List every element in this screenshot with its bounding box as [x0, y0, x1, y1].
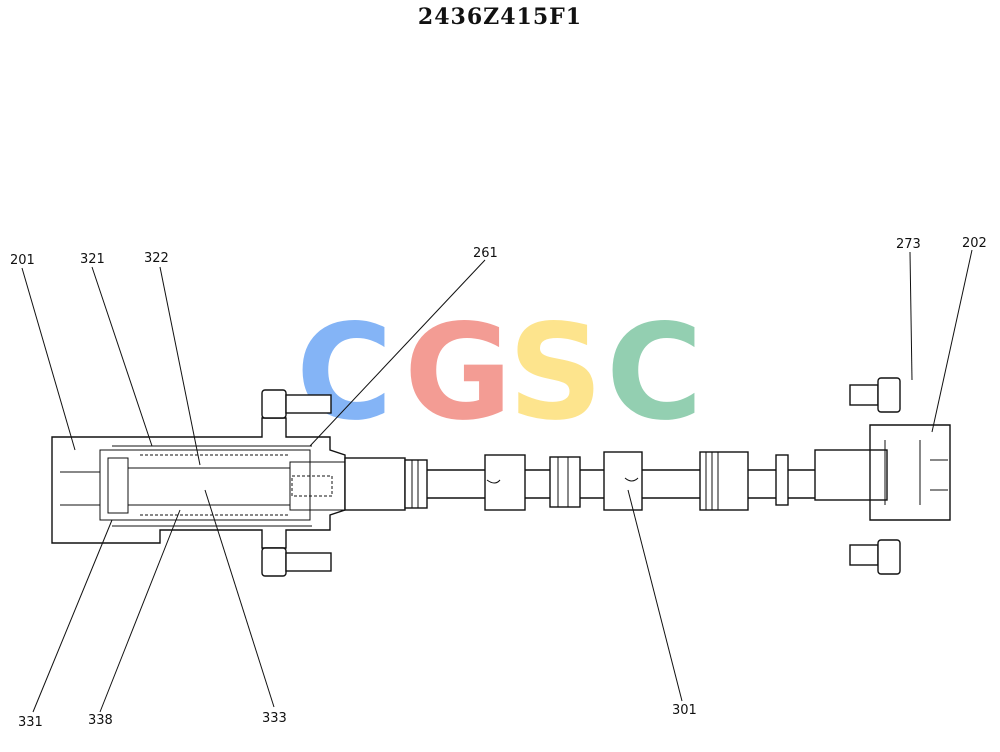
callout-322: 322	[144, 251, 169, 266]
left-bolts	[261, 389, 332, 577]
callout-333: 333	[262, 711, 287, 726]
callout-273: 273	[896, 237, 921, 252]
watermark-letter-s: S	[508, 296, 603, 450]
callout-202: 202	[962, 236, 987, 251]
callout-201: 201	[10, 253, 35, 268]
watermark-letter-c1: C	[296, 296, 393, 450]
spool	[344, 449, 888, 511]
left-cap	[51, 417, 346, 549]
callout-321: 321	[80, 252, 105, 267]
cgsc-watermark: C G S C	[296, 296, 703, 450]
callout-331: 331	[18, 715, 43, 730]
drawing-title: 2436Z415F1	[417, 4, 583, 30]
right-cap	[869, 424, 951, 521]
watermark-letter-g: G	[404, 296, 512, 450]
right-bolts	[849, 377, 901, 575]
callout-labels: 201 321 322 261 273 202 331 338 333 301	[10, 236, 987, 730]
callout-261: 261	[473, 246, 498, 261]
leader-lines	[21, 249, 973, 713]
watermark-letter-c2: C	[606, 296, 703, 450]
callout-338: 338	[88, 713, 113, 728]
callout-301: 301	[672, 703, 697, 718]
